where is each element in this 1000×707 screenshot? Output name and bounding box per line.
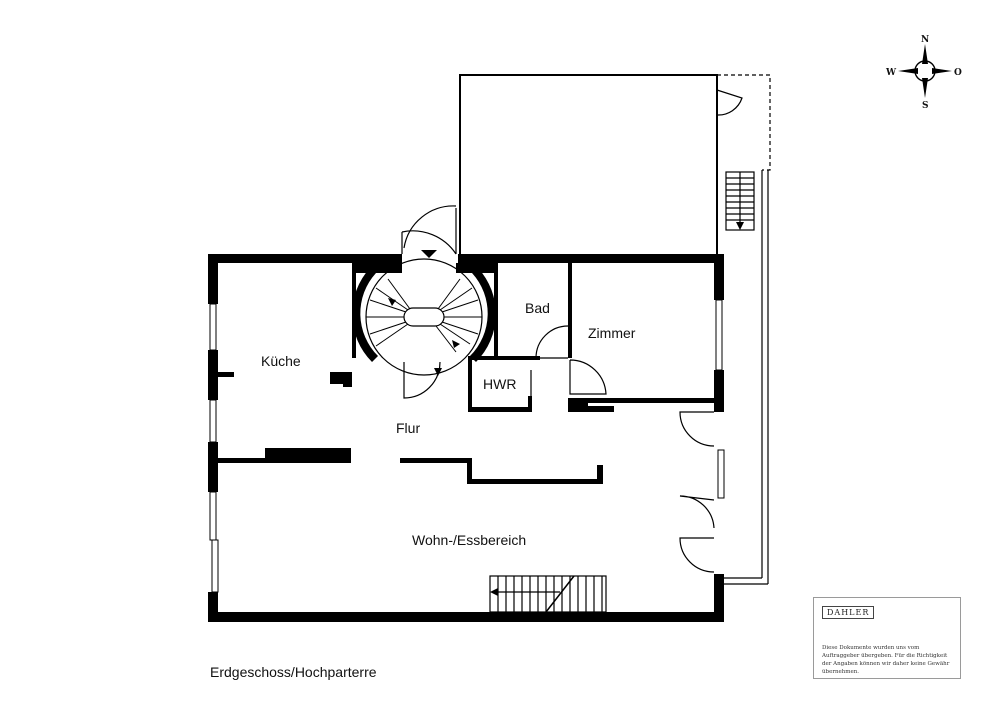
room-label-hwr: HWR (483, 376, 516, 392)
entrance-arrow (421, 250, 437, 258)
annex-room (459, 74, 718, 258)
dashed-balcony-outline (717, 74, 771, 171)
annex-door-swing (716, 89, 743, 116)
spiral-staircase (352, 258, 496, 376)
room-label-kueche: Küche (261, 353, 301, 369)
exterior-staircase (725, 171, 755, 231)
bath-door-swing (535, 325, 569, 359)
entrance-door (401, 208, 457, 255)
stair-door-arrow (434, 368, 442, 376)
room-label-bad: Bad (525, 300, 550, 316)
room-door-swing (569, 359, 607, 395)
room-label-flur: Flur (396, 420, 420, 436)
exterior-walls (208, 254, 724, 622)
interior-staircase-arrow (490, 588, 498, 596)
agency-logo-box: DAHLER Diese Dokumente wurden uns vom Au… (813, 597, 961, 679)
entrance-door-leaf (403, 205, 457, 249)
agency-logo: DAHLER (822, 606, 875, 619)
compass-rose: N S W O (885, 35, 962, 111)
stair-door-swing (403, 361, 441, 399)
room-label-zimmer: Zimmer (588, 325, 636, 341)
compass-s: S (922, 101, 929, 111)
side-walkway (722, 170, 769, 585)
floor-title: Erdgeschoss/Hochparterre (210, 664, 377, 680)
compass-o: O (954, 68, 962, 78)
interior-staircase (489, 575, 607, 613)
compass-n: N (921, 35, 929, 45)
compass-w: W (885, 68, 897, 78)
room-label-wohn: Wohn-/Essbereich (412, 532, 526, 548)
disclaimer-text: Diese Dokumente wurden uns vom Auftragge… (822, 645, 950, 675)
interior-walls (218, 263, 724, 484)
terrace-doors (679, 411, 715, 573)
windows (209, 299, 725, 593)
